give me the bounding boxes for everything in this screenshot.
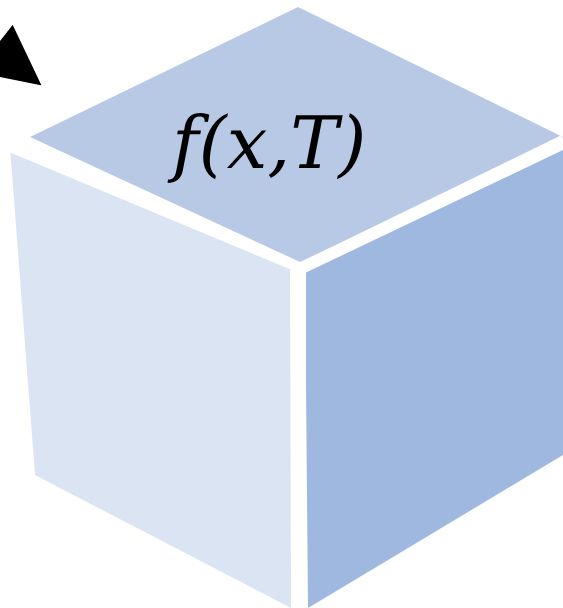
cube-right-face xyxy=(305,150,563,608)
cube-top-edge-right xyxy=(297,135,563,273)
input-arrow xyxy=(0,24,42,86)
cube-top-edge-left xyxy=(8,142,302,273)
cube-left-face xyxy=(10,147,291,608)
cube-top-face xyxy=(30,7,563,262)
cube-label: f(x,T) xyxy=(167,101,366,185)
